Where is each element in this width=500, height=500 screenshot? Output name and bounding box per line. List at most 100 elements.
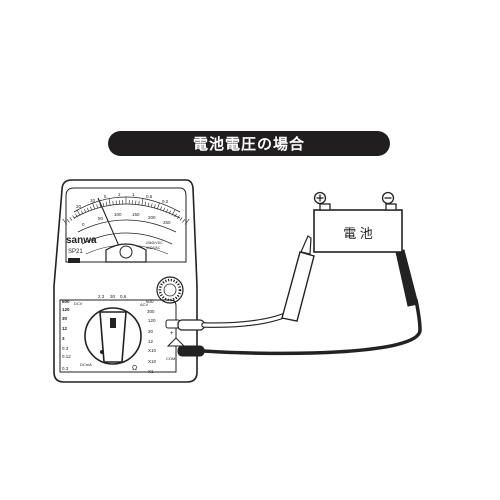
dial-marker: [110, 318, 116, 328]
scale-tick: [179, 217, 183, 221]
scale-tick: [153, 204, 156, 209]
scale-label: 0.2: [162, 199, 169, 204]
battery-label: 電 池: [343, 226, 373, 241]
meter-window: [65, 187, 187, 263]
scale-tick: [66, 219, 70, 223]
dial-panel: [59, 299, 177, 373]
scale-label: 0: [82, 222, 85, 227]
title-banner: 電池電圧の場合: [108, 131, 390, 156]
scale-tick: [92, 202, 96, 210]
badge-icon: [68, 258, 80, 263]
unit-label: DCmA: [80, 362, 92, 367]
scale-tick: [144, 201, 147, 206]
dial-label: 300: [147, 309, 155, 314]
scale-label: 1: [132, 192, 135, 197]
scale-ticks: [62, 197, 190, 225]
scale-label: 100: [114, 212, 122, 217]
scale-label: 50: [98, 216, 104, 221]
scale-tick: [86, 207, 90, 212]
dial-label: 0.6: [120, 294, 127, 299]
zero-adjust-screw[interactable]: [119, 245, 133, 259]
scale-tick: [62, 218, 68, 225]
scale-numbers-top: 20 10 5 2 1 0.5 0.2: [76, 192, 169, 209]
dial-label: 30: [148, 329, 154, 334]
dial-left-labels: 600 120 30 12 3 0.3 0.12 0.3: [62, 299, 71, 371]
minus-icon: [381, 191, 395, 205]
dial-label: 600: [62, 299, 70, 304]
jack-com[interactable]: COM: [166, 337, 186, 361]
dial-dot: [100, 350, 104, 354]
scale-tick: [162, 207, 166, 212]
battery-body: [313, 209, 403, 253]
red-test-lead: [177, 235, 315, 331]
scale-tick: [182, 219, 186, 223]
red-lead-plug: [177, 319, 205, 331]
scale-tick: [72, 215, 75, 220]
black-probe: [395, 249, 419, 307]
scale-tick: [112, 200, 114, 205]
dial-label: 30: [110, 294, 116, 299]
dial-label: 600: [146, 299, 154, 304]
scale-tick: [147, 202, 150, 207]
model-name: SP21: [68, 249, 83, 255]
dial-right-labels: 600 300 120 30 12 X10 X10 X1: [146, 299, 157, 374]
scale-tick: [96, 204, 99, 209]
dial-label: 0.3: [62, 346, 69, 351]
scale-label: 250: [163, 220, 171, 225]
scale-tick: [102, 202, 105, 207]
dial-pointer: [99, 311, 127, 363]
dial-label: 30: [62, 316, 68, 321]
scale-tick: [168, 210, 172, 215]
svg-text:+: +: [170, 331, 174, 337]
scale-label: 10: [90, 198, 96, 203]
scale-tick: [138, 200, 140, 205]
meter-scale: [73, 196, 181, 255]
scale-label: 5: [104, 194, 107, 199]
battery: 電 池: [313, 203, 403, 253]
scale-tick: [165, 209, 169, 213]
scale-tick: [141, 198, 144, 206]
dial-label: 120: [62, 307, 70, 312]
scale-label: 200: [148, 215, 156, 220]
dial-label: X1: [148, 369, 154, 374]
scale-tick: [83, 209, 87, 213]
scale-tick: [108, 198, 111, 206]
black-test-lead: [177, 239, 422, 357]
scale-tick: [75, 213, 78, 218]
dial-label: 0.3: [62, 366, 69, 371]
scale-tick: [150, 203, 153, 208]
scale-tick: [156, 202, 160, 210]
scale-tick: [69, 217, 73, 221]
brand-logo: sanwa: [66, 235, 97, 246]
spec-text: 9kΩ/VAC: [146, 246, 161, 250]
scale-tick: [177, 215, 180, 220]
scale-tick: [90, 206, 93, 211]
dial-label: 12: [62, 326, 68, 331]
scale-label: 20: [76, 204, 82, 209]
range-selector-dial[interactable]: [84, 307, 142, 365]
scale-tick: [80, 210, 84, 215]
dial-label: X10: [148, 348, 157, 353]
battery-terminal-plus: [319, 203, 331, 211]
unit-label: Ω: [132, 365, 137, 372]
scale-tick: [184, 218, 190, 225]
page-title: 電池電圧の場合: [192, 135, 305, 153]
scale-label: 2: [118, 192, 121, 197]
plus-icon: [313, 191, 327, 205]
ohm-adjust-knob[interactable]: [156, 276, 184, 304]
dial-label: 12: [148, 339, 154, 344]
scale-tick: [76, 209, 81, 216]
scale-numbers-mid: 0 50 100 150 200 250: [82, 212, 171, 227]
red-probe: [281, 251, 315, 322]
dial-label: 2.3: [98, 294, 105, 299]
battery-terminal-minus: [385, 203, 397, 211]
black-lead-plug: [177, 345, 205, 357]
scale-tick: [99, 203, 102, 208]
unit-label: DCV: [74, 301, 83, 306]
scale-label: 150: [132, 212, 140, 217]
scale-label: 0.5: [146, 194, 153, 199]
scale-tick: [105, 201, 108, 206]
dial-label: 0.12: [62, 354, 71, 359]
scale-tick: [159, 206, 162, 211]
spec-text: 20kΩ/VDC: [146, 241, 163, 245]
